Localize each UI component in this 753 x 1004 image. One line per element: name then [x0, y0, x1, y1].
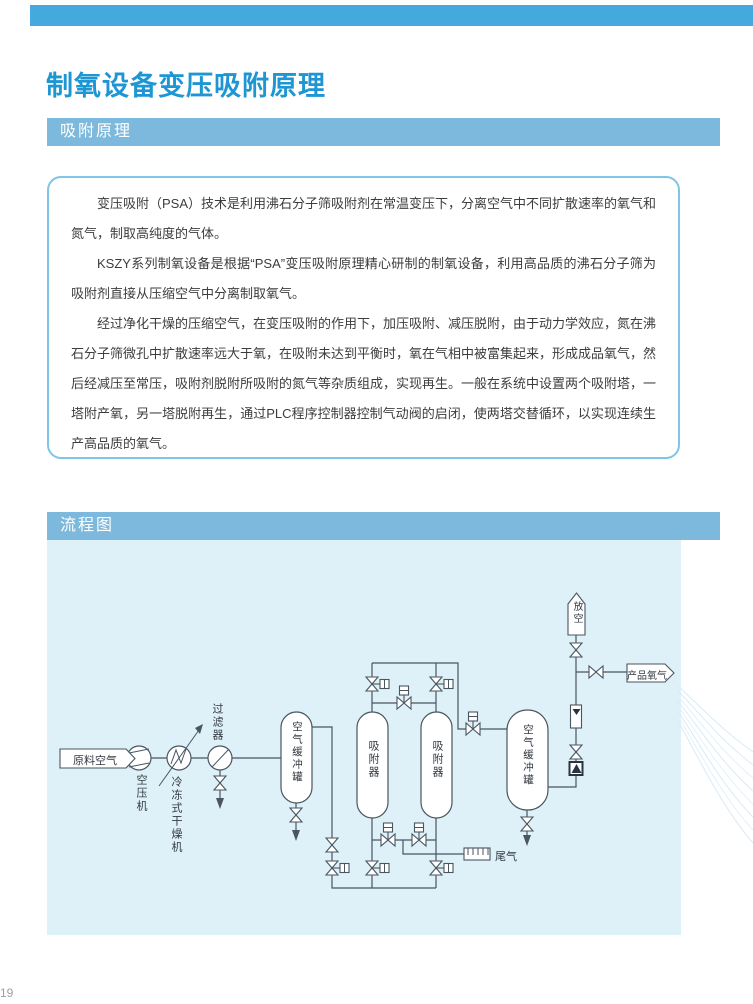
- section-header-adsorption: 吸附原理: [47, 118, 720, 146]
- label-dryer: 冷冻式干燥机: [170, 776, 182, 854]
- flow-diagram-graphics: [59, 592, 675, 889]
- valve: [213, 775, 227, 791]
- label-compressor: 空压机: [135, 774, 147, 813]
- label-raw-air: 原料空气: [73, 755, 117, 767]
- pneumatic-valve: [366, 677, 389, 691]
- pneumatic-valve: [430, 861, 453, 875]
- valve: [289, 807, 303, 823]
- decorative-swoosh-lines: [677, 685, 753, 844]
- label-buffer-tank-1: 空气缓冲罐: [291, 721, 303, 784]
- valve: [520, 816, 534, 832]
- label-product-oxygen: 产品氧气: [627, 671, 667, 682]
- buffer-tank-2-vessel: [506, 709, 549, 811]
- top-accent-bar: [30, 5, 753, 26]
- silencer-symbol: [463, 847, 491, 861]
- label-filter: 过滤器: [211, 703, 223, 742]
- adsorption-text-box: 变压吸附（PSA）技术是利用沸石分子筛吸附剂在常温变压下，分离空气中不同扩散速率…: [47, 176, 680, 459]
- product-valve: [588, 665, 604, 679]
- page-number: 19: [0, 986, 14, 1000]
- pneumatic-valve: [326, 861, 349, 875]
- paragraph-1: 变压吸附（PSA）技术是利用沸石分子筛吸附剂在常温变压下，分离空气中不同扩散速率…: [71, 196, 657, 241]
- raw-air-tag-shape: [59, 748, 136, 769]
- buffer-tank-1-vessel: [280, 711, 313, 804]
- vent-stack-shape: [567, 592, 586, 636]
- label-tail-gas: 尾气: [495, 851, 517, 863]
- drain-arrow-icon: [523, 835, 531, 846]
- label-adsorber-2: 吸附器: [431, 740, 443, 779]
- compressor-symbol: [126, 745, 152, 771]
- process-flow-diagram: 原料空气 空压机 冷冻式干燥机 过滤器 空气缓冲罐 吸附器 吸附器 空气缓冲罐 …: [47, 540, 681, 935]
- pneumatic-valve: [381, 823, 395, 846]
- valve: [325, 837, 339, 853]
- pneumatic-valve: [397, 686, 411, 709]
- vent-valve: [569, 642, 583, 658]
- paragraph-2: KSZY系列制氧设备是根据“PSA”变压吸附原理精心研制的制氧设备，利用高品质的…: [71, 256, 656, 301]
- product-oxygen-tag-shape: [626, 663, 675, 683]
- drain-arrow-icon: [216, 798, 224, 809]
- label-adsorber-1: 吸附器: [367, 740, 379, 779]
- adsorber-2-vessel: [420, 711, 453, 819]
- pneumatic-valve: [430, 677, 453, 691]
- pneumatic-valve: [466, 712, 480, 735]
- valve: [569, 744, 583, 760]
- page-title: 制氧设备变压吸附原理: [46, 71, 326, 101]
- check-valve-symbol: [568, 761, 584, 776]
- adsorber-1-vessel: [356, 711, 389, 819]
- pneumatic-valve: [412, 823, 426, 846]
- section-header-flowchart: 流程图: [47, 512, 720, 540]
- pneumatic-valve: [366, 861, 389, 875]
- label-buffer-tank-2: 空气缓冲罐: [522, 724, 534, 787]
- dryer-symbol: [158, 724, 203, 787]
- filter-symbol: [207, 745, 233, 771]
- label-vent: 放空: [571, 601, 582, 625]
- flow-indicator-symbol: [569, 704, 583, 729]
- drain-arrow-icon: [292, 830, 300, 841]
- paragraph-3: 经过净化干燥的压缩空气，在变压吸附的作用下，加压吸附、减压脱附，由于动力学效应，…: [71, 316, 657, 451]
